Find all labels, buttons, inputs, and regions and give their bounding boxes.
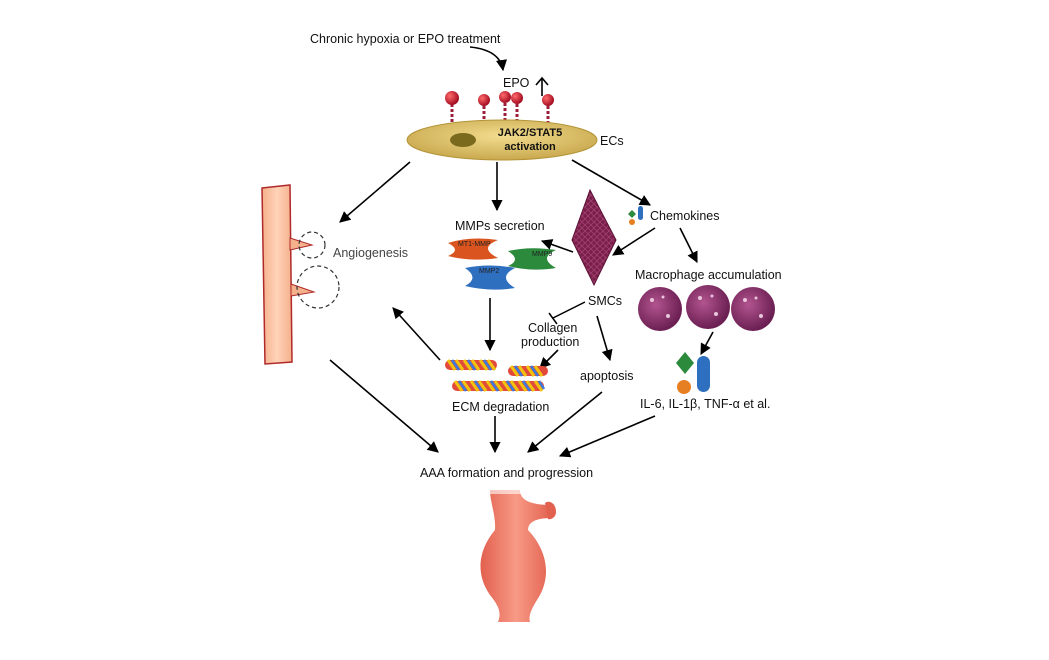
receptor-icon [499,91,511,124]
vessel-segment [261,184,340,365]
macrophage-accumulation-label: Macrophage accumulation [635,268,782,282]
arrow-trigger-to-epo [469,46,508,72]
receptor-icon [511,92,523,124]
arrow-cytokines-to-aaa [558,415,656,458]
macrophage-cell-icon [731,287,775,331]
arrow-smc-to-mmps [540,239,574,253]
epo-receptors [445,91,554,124]
arrow-chemokines-to-macrophage [679,227,698,264]
chemokines-label: Chemokines [650,209,719,223]
mmps-secretion-label: MMPs secretion [455,219,545,233]
mt1mmp-protein: MT1-MMP [448,238,498,260]
sprout-highlight [298,231,326,259]
ecs-label: ECs [600,134,624,148]
vessel-sprout [289,237,314,251]
jak-stat-label-line2: activation [504,141,556,153]
collagen-label-line2: production [521,335,579,349]
mmp9-protein: MMP9 [508,248,556,270]
nucleus-icon [450,133,476,147]
mmp2-label: MMP2 [479,268,499,275]
epo-up-arrow-icon [535,76,549,96]
receptor-icon [478,94,490,124]
cytokine-icon [676,352,710,394]
arrow-ec-to-angiogenesis [339,161,411,223]
ecm-fibers [445,359,548,392]
macrophage-cell-icon [686,285,730,329]
arrow-angiogenesis-to-aaa [329,359,439,453]
sprout-highlight [296,265,340,309]
chemokine-icon [628,206,643,225]
arrow-ec-to-chemokines [571,159,651,206]
arrow-collagen-to-ecm [539,349,559,369]
arrow-apoptosis-to-aaa [527,391,603,453]
arrow-chemokines-to-smc [612,227,656,256]
vessel-sprout [290,283,316,297]
receptor-icon [445,91,459,124]
aaa-label: AAA formation and progression [420,466,593,480]
inhibition-smc-to-collagen [548,301,586,325]
cytokines-label: IL-6, IL-1β, TNF-α et al. [640,397,770,411]
ecm-degradation-label: ECM degradation [452,400,549,414]
arrow-macrophage-to-cytokines [700,331,714,355]
mt1mmp-label: MT1-MMP [458,241,491,248]
mmp9-label: MMP9 [532,251,552,258]
smcs-label: SMCs [588,294,622,308]
mmp2-protein: MMP2 [465,265,515,290]
arrow-smc-to-apoptosis [596,315,613,362]
endothelial-cell: JAK2/STAT5 activation [406,119,598,161]
aortic-aneurysm-illustration [480,486,556,622]
collagen-label-line1: Collagen [528,321,577,335]
macrophage-cell-icon [638,287,682,331]
smc-cell [571,188,617,287]
apoptosis-label: apoptosis [580,369,634,383]
trigger-label: Chronic hypoxia or EPO treatment [310,32,501,46]
epo-label: EPO [503,76,530,90]
receptor-icon [542,94,554,124]
angiogenesis-label: Angiogenesis [333,246,408,260]
jak-stat-label-line1: JAK2/STAT5 [498,127,562,139]
arrow-ecm-to-angiogenesis [392,307,441,361]
